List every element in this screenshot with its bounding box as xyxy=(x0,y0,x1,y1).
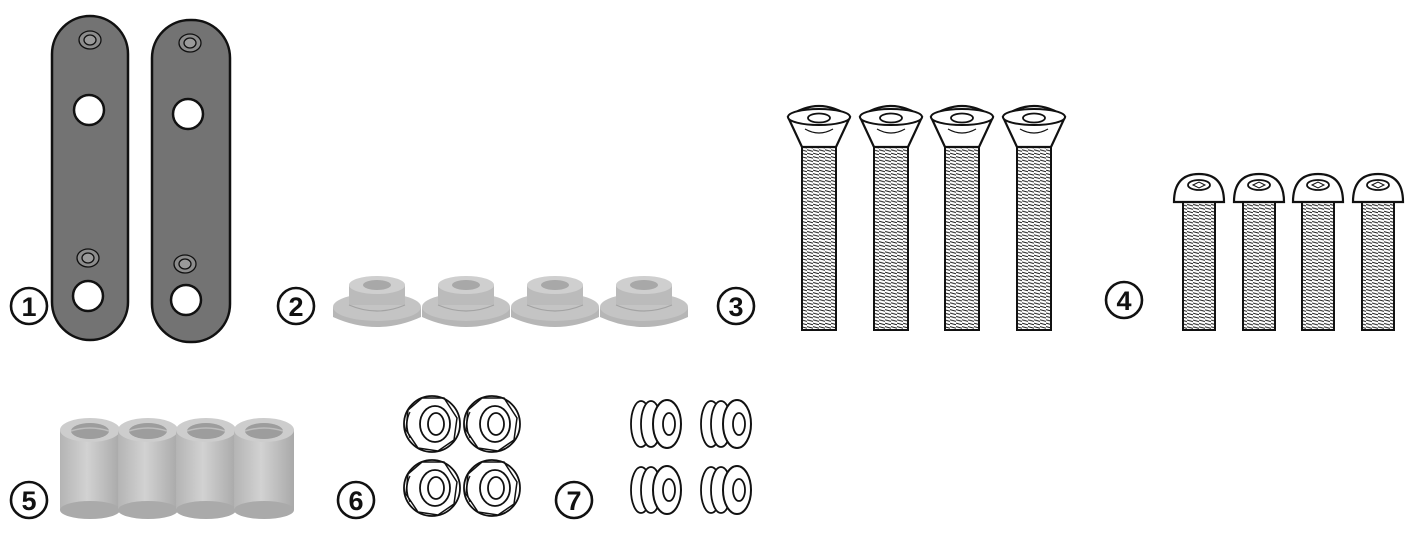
bracket-plate xyxy=(50,14,130,342)
countersunk-screw xyxy=(929,104,995,332)
callout-2: 2 xyxy=(276,286,316,326)
button-head-screw xyxy=(1291,172,1345,332)
spacer-sleeve-group xyxy=(59,417,295,520)
countersunk-screw xyxy=(858,104,924,332)
countersunk-screw-group xyxy=(786,104,1067,332)
callout-6-label: 6 xyxy=(348,486,363,516)
flanged-bushing xyxy=(421,275,511,328)
button-head-screw xyxy=(1172,172,1226,332)
button-head-screw xyxy=(1232,172,1286,332)
button-head-screw xyxy=(1351,172,1405,332)
flange-nut xyxy=(403,459,461,517)
callout-6: 6 xyxy=(336,480,376,520)
bracket-plate xyxy=(150,18,232,344)
button-head-screw-group xyxy=(1172,172,1405,332)
washer xyxy=(700,465,752,515)
callout-7: 7 xyxy=(554,480,594,520)
callout-3-label: 3 xyxy=(728,292,743,322)
washer xyxy=(700,399,752,449)
bracket-plate-group xyxy=(50,14,232,344)
washer xyxy=(630,399,682,449)
flange-nut-group xyxy=(403,395,521,517)
flanged-bushing xyxy=(510,275,600,328)
callout-4: 4 xyxy=(1104,280,1144,320)
spacer-sleeve xyxy=(175,417,237,520)
callout-5-label: 5 xyxy=(21,486,36,516)
flanged-bushing-group xyxy=(332,275,689,328)
washer-group xyxy=(630,399,752,515)
spacer-sleeve xyxy=(59,417,121,520)
spacer-sleeve xyxy=(233,417,295,520)
countersunk-screw xyxy=(786,104,852,332)
flanged-bushing xyxy=(332,275,422,328)
callout-1: 1 xyxy=(9,286,49,326)
callout-3: 3 xyxy=(716,286,756,326)
callout-7-label: 7 xyxy=(566,486,581,516)
callout-4-label: 4 xyxy=(1116,286,1131,316)
washer xyxy=(630,465,682,515)
flange-nut xyxy=(403,395,461,453)
callout-5: 5 xyxy=(9,480,49,520)
countersunk-screw xyxy=(1001,104,1067,332)
flange-nut xyxy=(463,459,521,517)
callout-1-label: 1 xyxy=(21,292,36,322)
flange-nut xyxy=(463,395,521,453)
callout-2-label: 2 xyxy=(288,292,303,322)
flanged-bushing xyxy=(599,275,689,328)
spacer-sleeve xyxy=(117,417,179,520)
